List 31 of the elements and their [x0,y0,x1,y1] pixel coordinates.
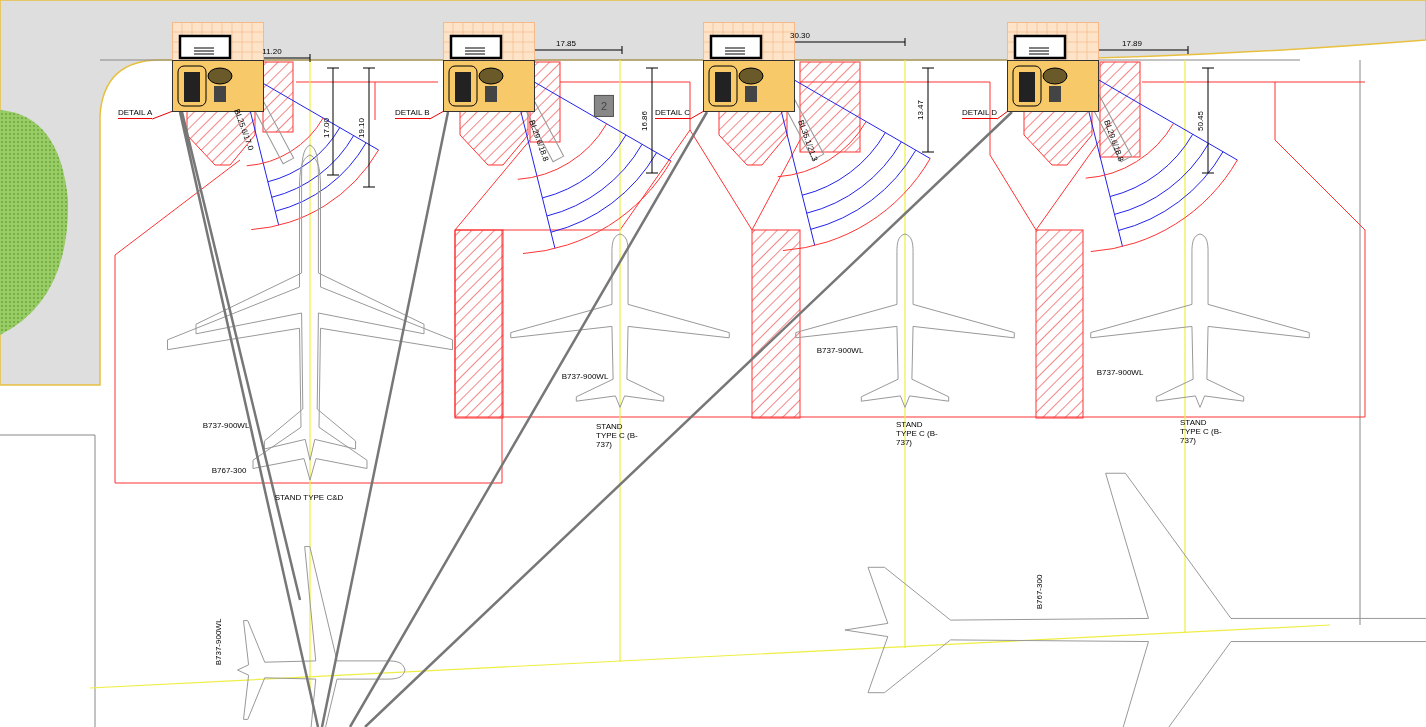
detail-label: DETAIL B [395,109,430,119]
detail-label: DETAIL C [655,109,691,119]
dimension-value: 30.30 [790,31,810,41]
dimension-value: 17.00 [322,118,332,138]
dimension-value: 17.89 [1122,39,1142,49]
dimension-value: 16.86 [640,111,650,131]
gate-building [443,22,535,112]
leader-line [429,110,445,120]
dimension-value: 17.85 [556,39,576,49]
detail-label: DETAIL D [962,109,998,119]
gate-building [1007,22,1099,112]
leader-line [151,110,174,120]
aircraft-type-label: B737-900WL [816,346,864,356]
dimension-value: 19.10 [357,118,367,138]
detail-label: DETAIL A [118,109,153,119]
aircraft-type-label: B737-900WL [214,618,224,666]
dimension-value: 13.47 [916,100,926,120]
leader-line [996,110,1009,120]
dimension-value: 50.45 [1196,111,1206,131]
stand-type-label: STAND TYPE C&D [274,493,344,503]
dimension-value: 11.20 [262,47,282,57]
aircraft-type-label: B767-300 [211,466,247,476]
aircraft-type-label: B737-900WL [1096,368,1144,378]
stand-number-sign: 2 [593,94,615,118]
aircraft-type-label: B767-300 [1035,574,1045,610]
leader-line [689,110,705,120]
aircraft-type-label: B737-900WL [202,421,250,431]
stand-type-label: STAND TYPE C (B-737) [1180,418,1223,446]
stand-type-label: STAND TYPE C (B-737) [896,420,939,448]
aircraft-type-label: B737-900WL [561,372,609,382]
stand-type-label: STAND TYPE C (B-737) [596,422,639,450]
